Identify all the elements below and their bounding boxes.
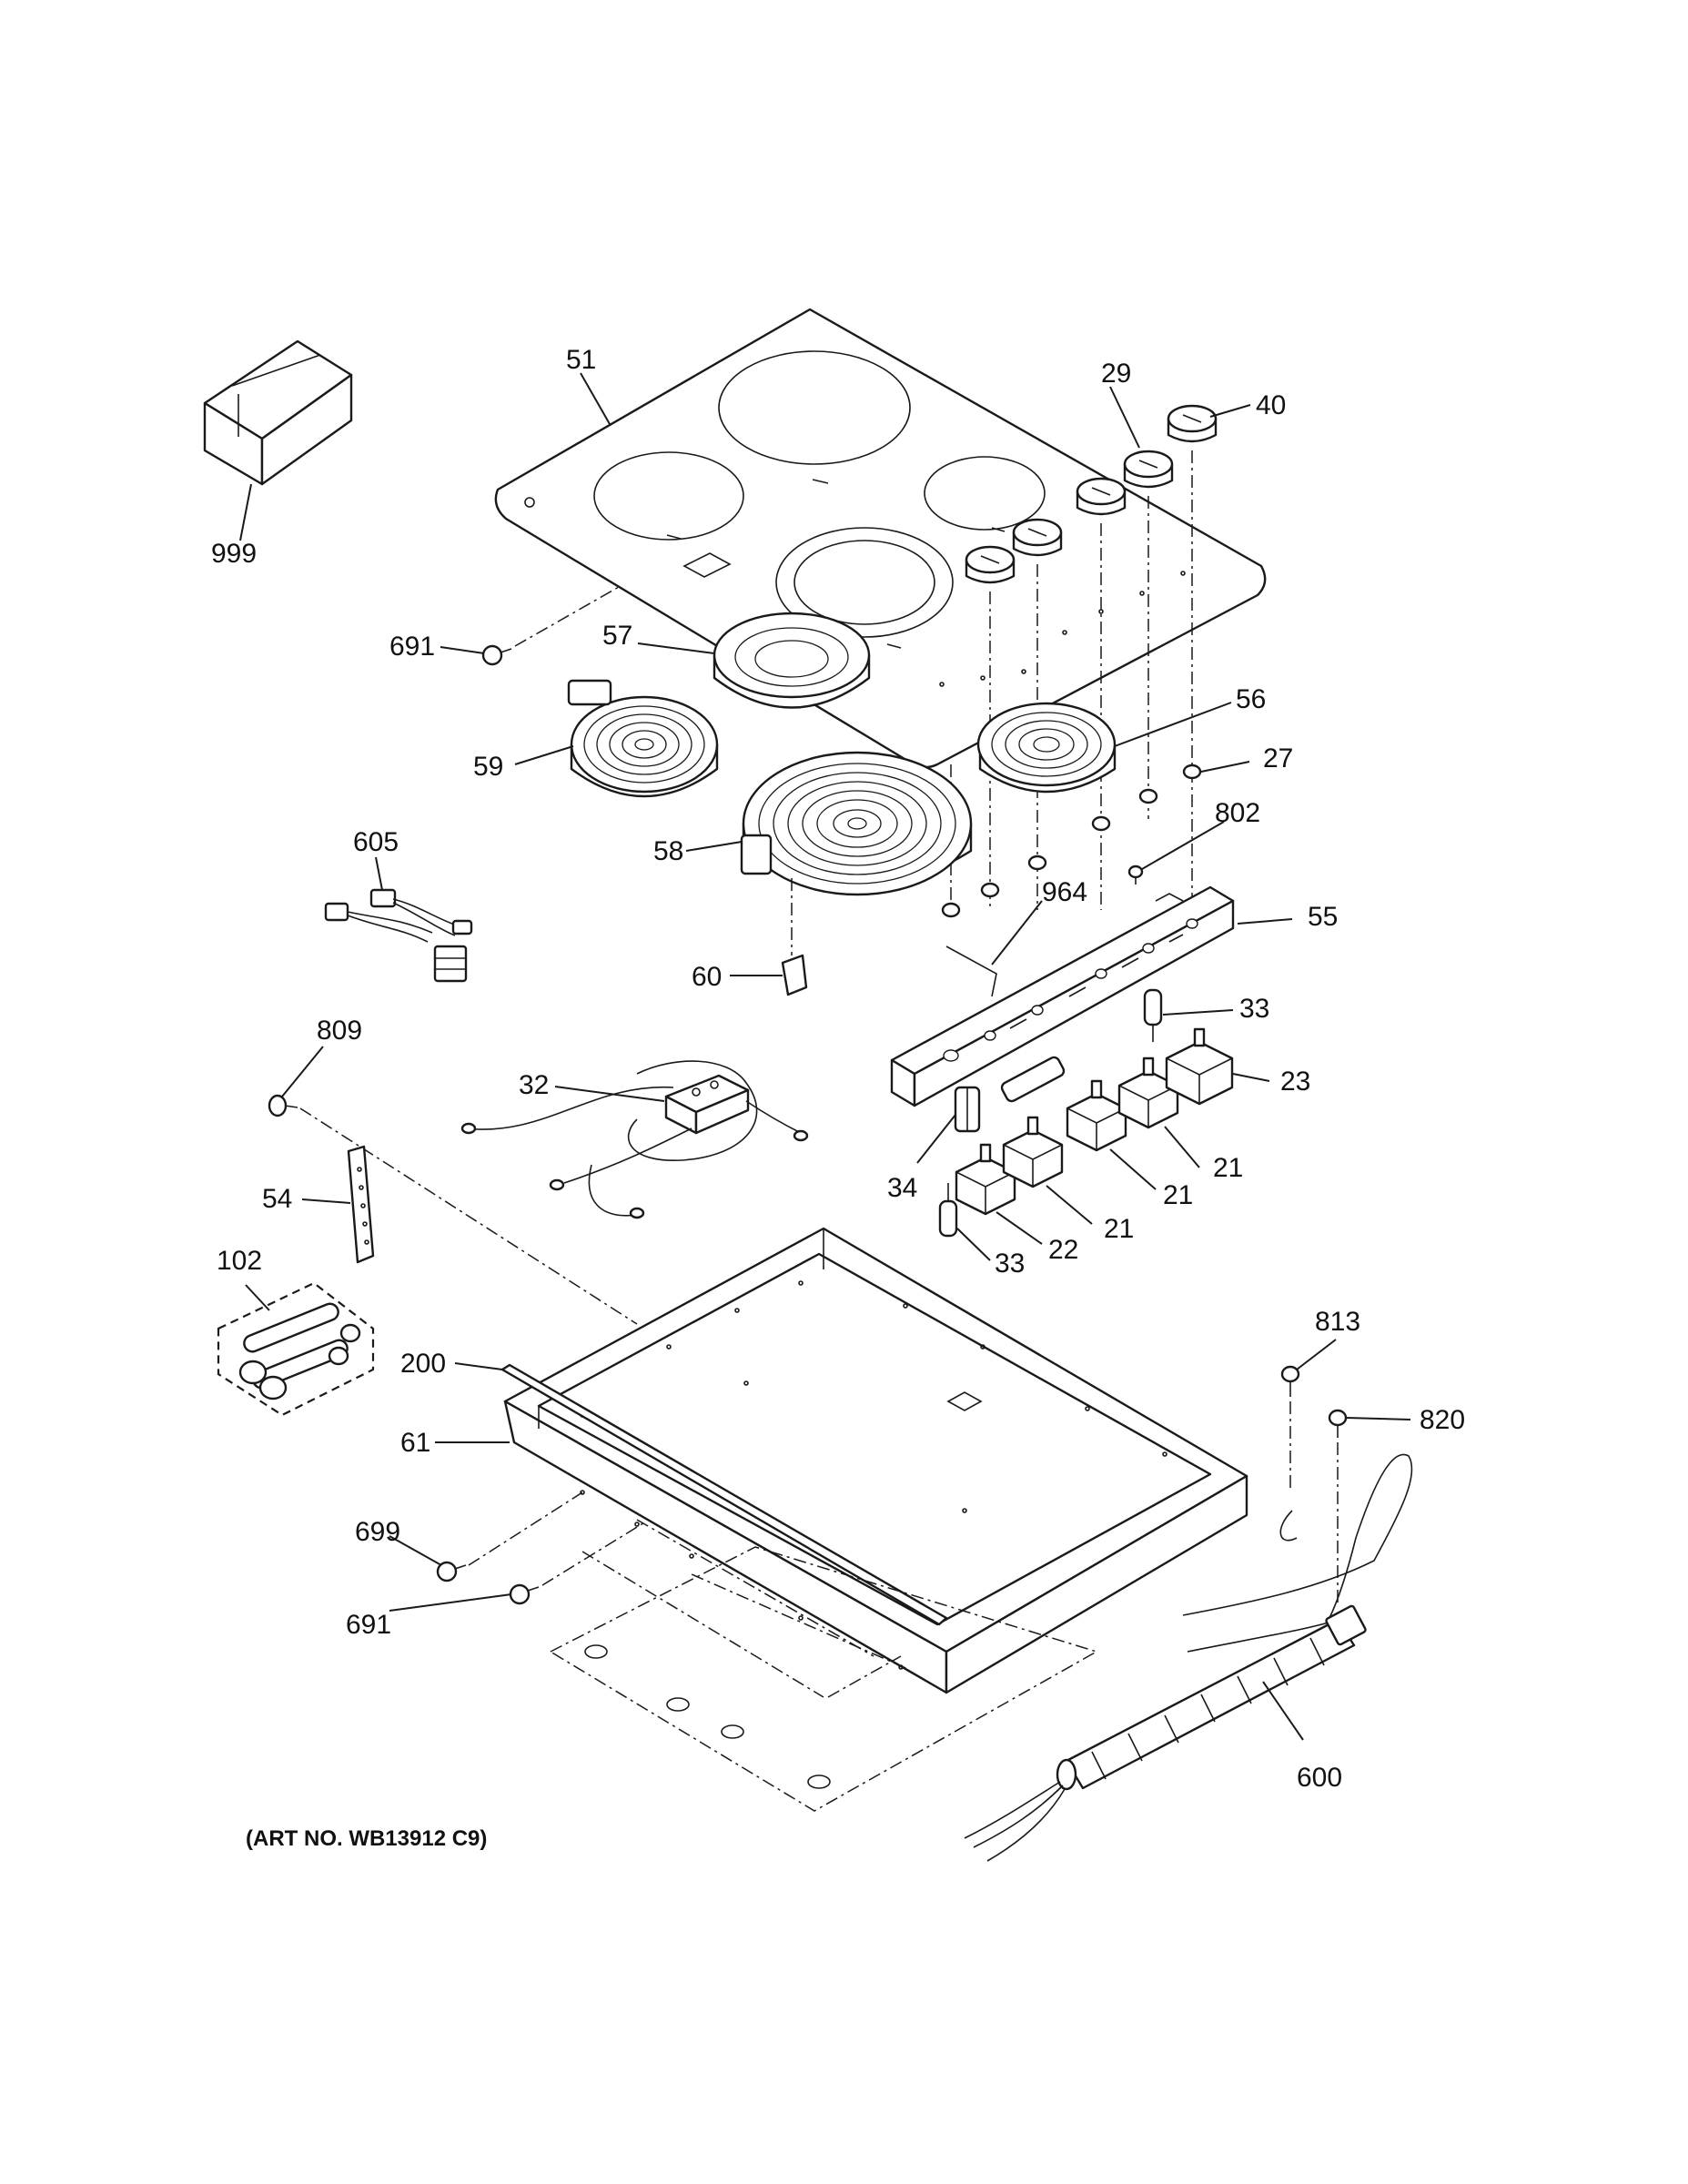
callout-60: 60 [692, 962, 722, 992]
callout-23: 23 [1280, 1067, 1310, 1097]
part-60-clip [781, 954, 808, 996]
part-600-conduit [964, 1453, 1413, 1862]
callout-59: 59 [473, 752, 503, 782]
part-33-indicator-lamps [938, 988, 1163, 1238]
part-813-820-screws [1280, 1365, 1348, 1606]
callout-802: 802 [1215, 798, 1260, 828]
callout-33-bottom: 33 [995, 1249, 1025, 1279]
part-27-grommets [941, 763, 1202, 918]
part-699-691-screws [436, 586, 647, 1605]
part-58-front-element [740, 751, 973, 956]
part-59-left-element [567, 679, 719, 798]
part-605-wire-harness [324, 888, 473, 983]
part-57-rear-element [713, 612, 871, 709]
callout-200: 200 [400, 1349, 446, 1379]
callout-21-left: 21 [1104, 1214, 1134, 1244]
callout-22: 22 [1048, 1235, 1078, 1265]
part-51-glass-cooktop [494, 308, 1267, 769]
art-number: (ART NO. WB13912 C9) [246, 1826, 487, 1851]
callout-21-right: 21 [1213, 1153, 1243, 1183]
part-802-screw [1127, 864, 1144, 885]
callout-820: 820 [1420, 1405, 1465, 1435]
part-56-right-element [976, 702, 1117, 794]
callout-809: 809 [317, 1016, 362, 1046]
part-102-hardware-kit [217, 1281, 375, 1417]
part-21-22-23-switches [955, 1027, 1234, 1216]
callout-102: 102 [217, 1246, 262, 1276]
callout-58: 58 [653, 836, 683, 866]
callout-54: 54 [262, 1184, 292, 1214]
callout-labels: 51 29 40 999 691 57 59 56 27 605 58 802 … [211, 345, 1465, 1793]
callout-40: 40 [1256, 390, 1286, 420]
callout-605: 605 [353, 827, 399, 857]
callout-691-bottom: 691 [346, 1610, 391, 1640]
part-809-screw [268, 1094, 298, 1117]
part-61-burner-box [503, 1227, 1248, 1694]
part-34-switch [954, 1086, 981, 1133]
part-29-40-control-knobs [965, 404, 1218, 584]
leader-lines [239, 372, 1411, 1741]
callout-33-top: 33 [1239, 994, 1269, 1024]
part-55-control-bracket [890, 885, 1235, 1107]
callout-55: 55 [1308, 902, 1338, 932]
alignment-line-809 [299, 1107, 638, 1325]
callout-34: 34 [887, 1173, 917, 1203]
callout-57: 57 [602, 621, 632, 651]
bottom-cover-panel [549, 1519, 1098, 1812]
callout-29: 29 [1101, 359, 1131, 389]
callout-21-middle: 21 [1163, 1180, 1193, 1210]
callout-600: 600 [1297, 1763, 1342, 1793]
part-200-gasket [500, 1363, 948, 1626]
part-999-box [203, 339, 353, 486]
callout-51: 51 [566, 345, 596, 375]
callout-61: 61 [400, 1428, 430, 1458]
callout-999: 999 [211, 539, 257, 569]
callout-813: 813 [1315, 1307, 1360, 1337]
callout-699: 699 [355, 1517, 400, 1547]
part-32-terminal-block [460, 1060, 809, 1219]
callout-27: 27 [1263, 743, 1293, 774]
callout-56: 56 [1236, 684, 1266, 714]
callout-964: 964 [1042, 877, 1087, 907]
part-54-bracket-strip [347, 1145, 375, 1264]
callout-32: 32 [519, 1070, 549, 1100]
callout-691-top: 691 [389, 632, 435, 662]
